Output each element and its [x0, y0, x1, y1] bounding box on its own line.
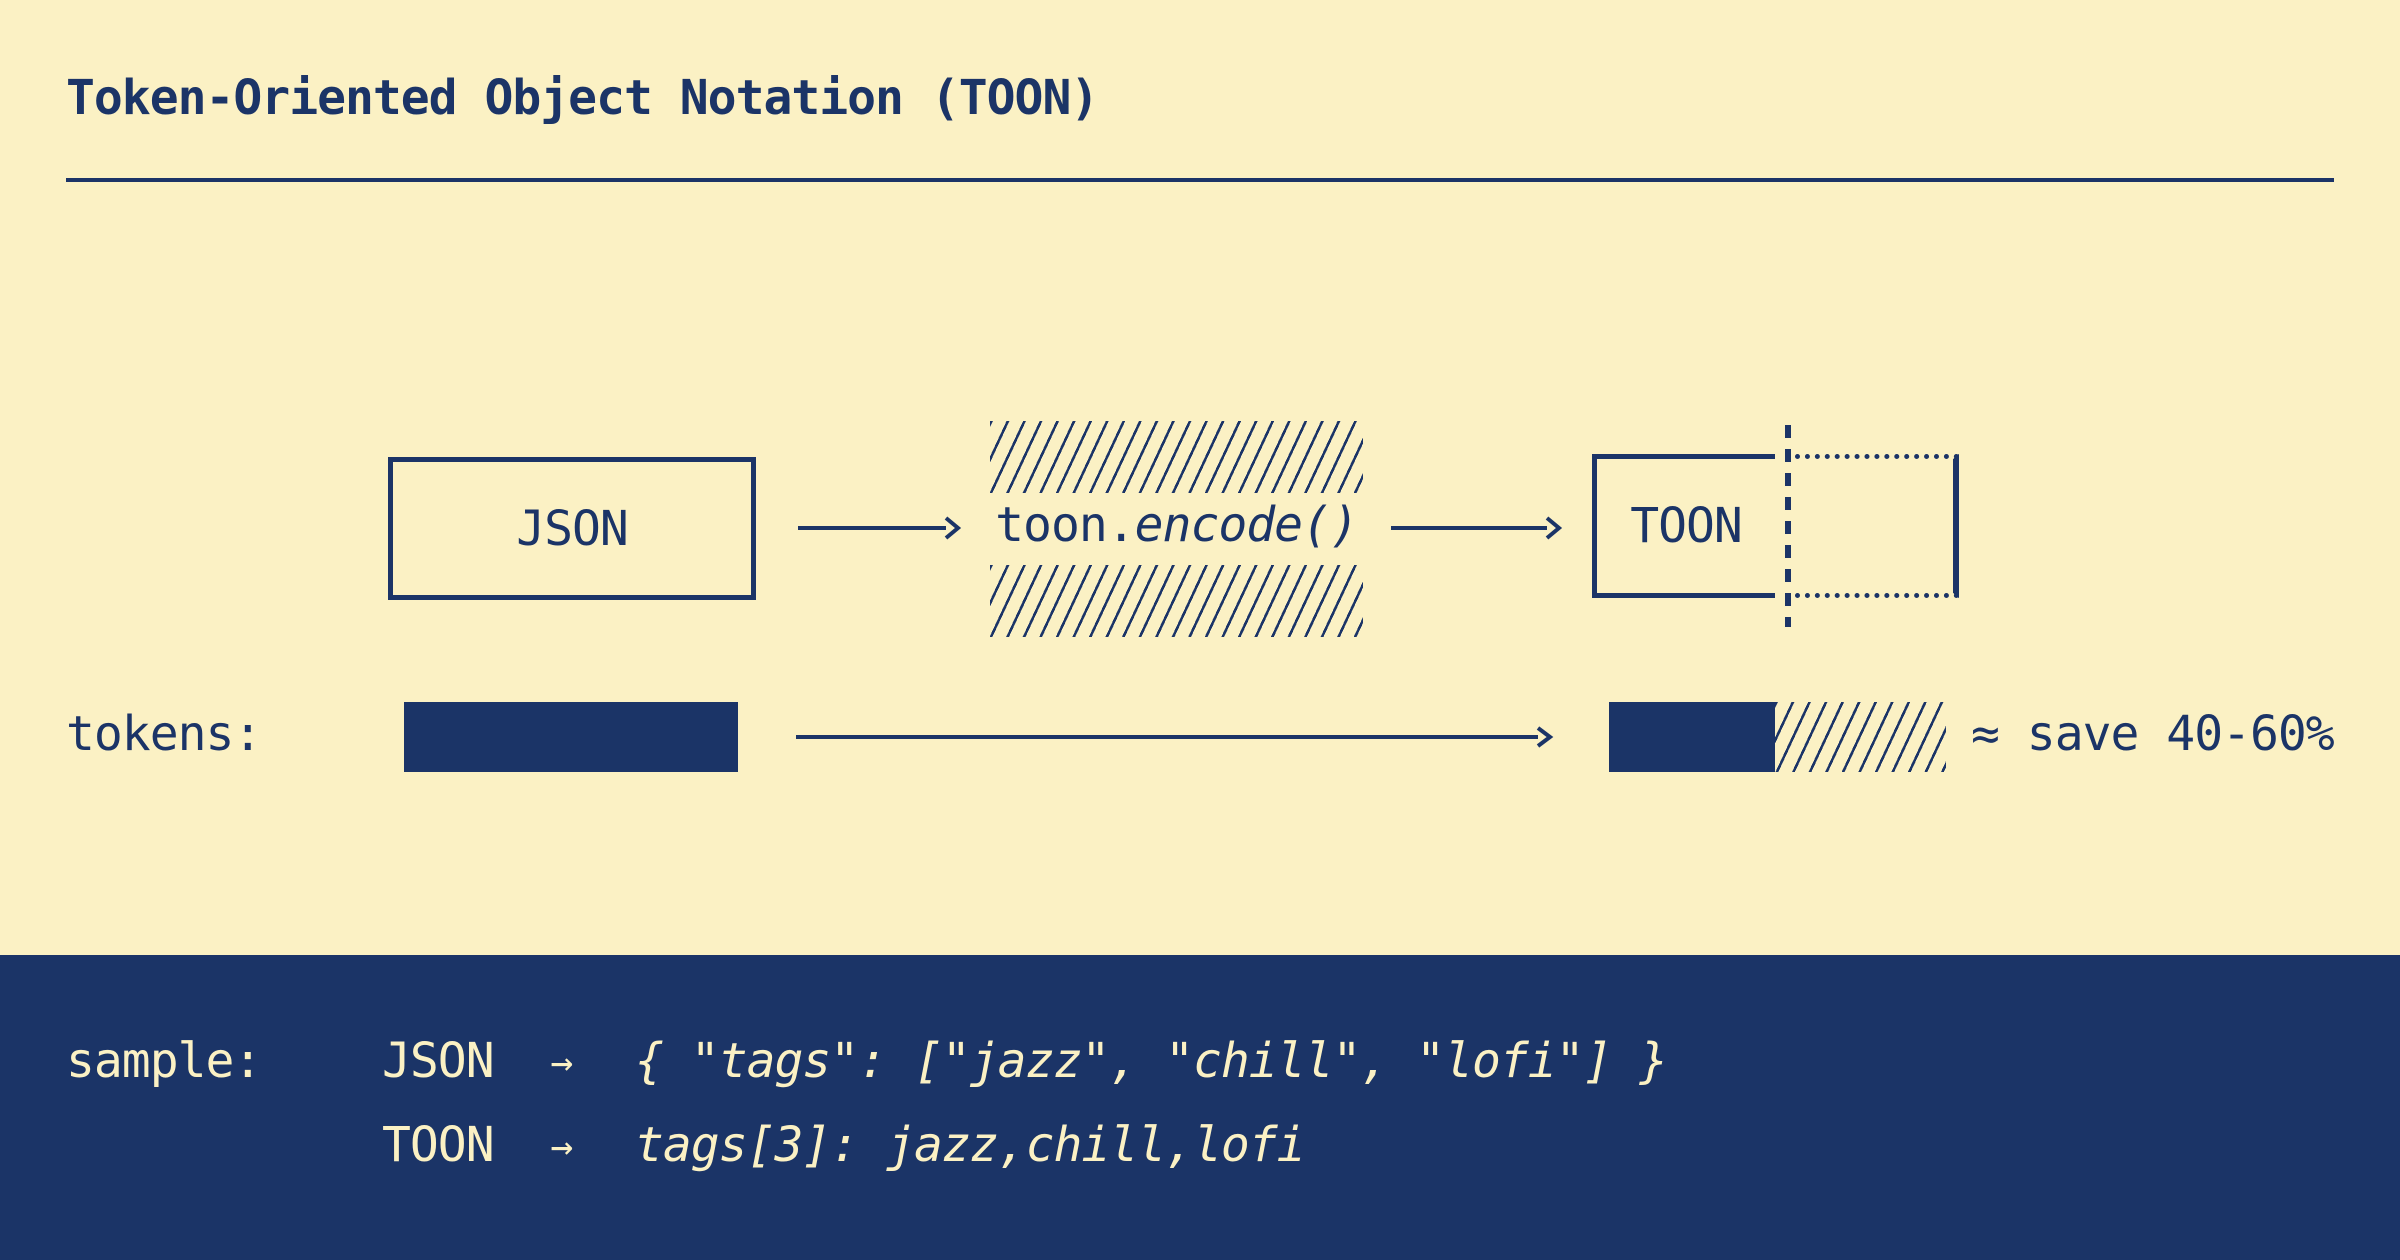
toon-token-bar [1609, 702, 1775, 772]
sample-section-background [0, 955, 2400, 1260]
sample-toon-code: tags[3]: jazz,chill,lofi [635, 1117, 1306, 1173]
json-input-label: JSON [516, 500, 629, 557]
arrow-right-icon: → [550, 1124, 574, 1168]
arrow-right-icon [1391, 516, 1563, 540]
savings-note: ≈ save 40-60% [1971, 706, 2335, 762]
arrow-right-icon [796, 726, 1554, 748]
arrow-right-icon: → [550, 1040, 574, 1084]
encode-prefix: toon. [995, 497, 1135, 553]
sample-row-format-json: JSON [382, 1033, 495, 1089]
page-title: Token-Oriented Object Notation (TOON) [66, 70, 1099, 126]
title-underline [66, 178, 2334, 182]
toon-output-label: TOON [1630, 498, 1743, 554]
json-token-bar [404, 702, 738, 772]
json-input-box: JSON [388, 457, 756, 600]
toon-output-box: TOON [1592, 454, 1775, 598]
encode-call: encode() [1134, 497, 1359, 553]
arrow-right-icon [798, 516, 962, 540]
tokens-row-label: tokens: [66, 706, 262, 762]
sample-row-format-toon: TOON [382, 1117, 495, 1173]
saved-space-outline [1795, 454, 1959, 598]
sample-section-label: sample: [66, 1033, 262, 1089]
hatch-pattern-top [990, 421, 1363, 493]
dashed-cut-line [1785, 425, 1791, 627]
saved-tokens-hatch-bar [1775, 702, 1946, 772]
hatch-pattern-bottom [990, 565, 1363, 637]
encode-function-label: toon.encode() [990, 501, 1363, 549]
sample-json-code: { "tags": ["jazz", "chill", "lofi"] } [635, 1033, 1668, 1089]
